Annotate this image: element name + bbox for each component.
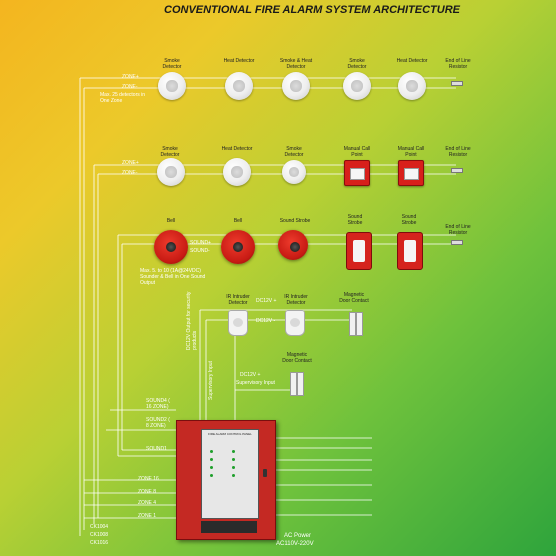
device-label: Smoke Detector [347, 58, 367, 70]
device-label: Smoke Detector [160, 146, 180, 158]
manual-call-point-icon [398, 160, 424, 186]
zone-plus-label: ZONE+ [122, 160, 139, 166]
dc-output-label: DC12V Output for security products [186, 291, 198, 350]
ac-power-voltage: AC110V-220V [276, 541, 314, 547]
model-label: CK1016 [90, 540, 109, 546]
status-led-icon [210, 474, 213, 477]
bell-icon [154, 230, 188, 264]
sound-minus-label: SOUND- [190, 248, 210, 254]
model-label: CK1008 [90, 532, 109, 538]
device-label: IR Intruder Detector [284, 294, 308, 306]
smoke-heat-detector-icon [282, 72, 310, 100]
device-label: Sound Strobe [279, 218, 311, 224]
device-label: Heat Detector [396, 58, 428, 64]
zone-minus-label: ZONE- [122, 170, 138, 176]
zone-label: ZONE 1 [138, 513, 157, 519]
lock-icon [263, 469, 267, 477]
magnetic-door-contact-icon [290, 372, 297, 396]
sound-zone-label: SOUND2 ( 8 ZONE) [146, 417, 170, 429]
end-of-line-resistor-icon [451, 168, 463, 173]
panel-title: FIRE ALARM CONTROL PANEL [208, 432, 252, 436]
supervisory-input-label: Supervisory Input [236, 380, 275, 386]
ir-intruder-detector-icon [285, 310, 305, 336]
supervisory-input-label: Supervisory Input [208, 361, 214, 400]
zone-label: ZONE 8 [138, 489, 157, 495]
zone-minus-label: ZONE- [122, 84, 138, 90]
status-led-icon [232, 450, 235, 453]
end-of-line-resistor-icon [451, 81, 463, 86]
panel-display: FIRE ALARM CONTROL PANEL [201, 429, 259, 519]
device-label: Sound Strobe [401, 214, 417, 226]
ir-intruder-detector-icon [228, 310, 248, 336]
sound-strobe-icon [346, 232, 372, 270]
status-led-icon [210, 450, 213, 453]
end-of-line-resistor-icon [451, 240, 463, 245]
dc-minus-label: DC12V - [256, 318, 276, 324]
zone-note: Max. 25 detectors in One Zone [100, 92, 146, 104]
smoke-detector-icon [282, 160, 306, 184]
device-label: Heat Detector [221, 146, 253, 152]
device-label: Heat Detector [223, 58, 255, 64]
page-title: CONVENTIONAL FIRE ALARM SYSTEM ARCHITECT… [164, 4, 460, 16]
bell-icon [221, 230, 255, 264]
sound-note: Max. 5. to 10 (1A@24VDC) Sounder & Bell … [140, 268, 206, 286]
sound-strobe-icon [278, 230, 308, 260]
status-led-icon [210, 466, 213, 469]
device-label: Magnetic Door Contact [339, 292, 369, 304]
status-led-icon [232, 466, 235, 469]
device-label: Sound Strobe [347, 214, 363, 226]
device-label: Magnetic Door Contact [282, 352, 312, 364]
heat-detector-icon [225, 72, 253, 100]
eol-label: End of Line Resistor [445, 58, 471, 70]
heat-detector-icon [223, 158, 251, 186]
magnetic-door-contact-icon [356, 312, 363, 336]
device-label: IR Intruder Detector [226, 294, 250, 306]
magnetic-door-contact-icon [297, 372, 304, 396]
zone-label: ZONE 16 [138, 476, 159, 482]
status-led-icon [232, 474, 235, 477]
fire-alarm-control-panel: FIRE ALARM CONTROL PANEL [176, 420, 276, 540]
zone-label: ZONE 4 [138, 500, 157, 506]
device-label: Bell [233, 218, 243, 224]
sound-plus-label: SOUND+ [190, 240, 211, 246]
sound-zone-label: SOUND4 ( 16 ZONE) [146, 398, 170, 410]
eol-label: End of Line Resistor [445, 224, 471, 236]
smoke-detector-icon [343, 72, 371, 100]
panel-base [201, 521, 257, 533]
device-label: Smoke Detector [284, 146, 304, 158]
smoke-detector-icon [157, 158, 185, 186]
dc-plus-label: DC12V + [240, 372, 261, 378]
magnetic-door-contact-icon [349, 312, 356, 336]
status-led-icon [210, 458, 213, 461]
device-label: Manual Call Point [343, 146, 371, 158]
status-led-icon [232, 458, 235, 461]
zone-plus-label: ZONE+ [122, 74, 139, 80]
sound-strobe-icon [397, 232, 423, 270]
dc-plus-label: DC12V + [256, 298, 277, 304]
model-label: CK1004 [90, 524, 109, 530]
smoke-detector-icon [158, 72, 186, 100]
device-label: Manual Call Point [397, 146, 425, 158]
eol-label: End of Line Resistor [445, 146, 471, 158]
sound-zone-label: SOUND1 [146, 446, 167, 452]
device-label: Smoke & Heat Detector [279, 58, 313, 70]
heat-detector-icon [398, 72, 426, 100]
manual-call-point-icon [344, 160, 370, 186]
device-label: Smoke Detector [162, 58, 182, 70]
device-label: Bell [166, 218, 176, 224]
ac-power-label: AC Power [284, 533, 312, 539]
